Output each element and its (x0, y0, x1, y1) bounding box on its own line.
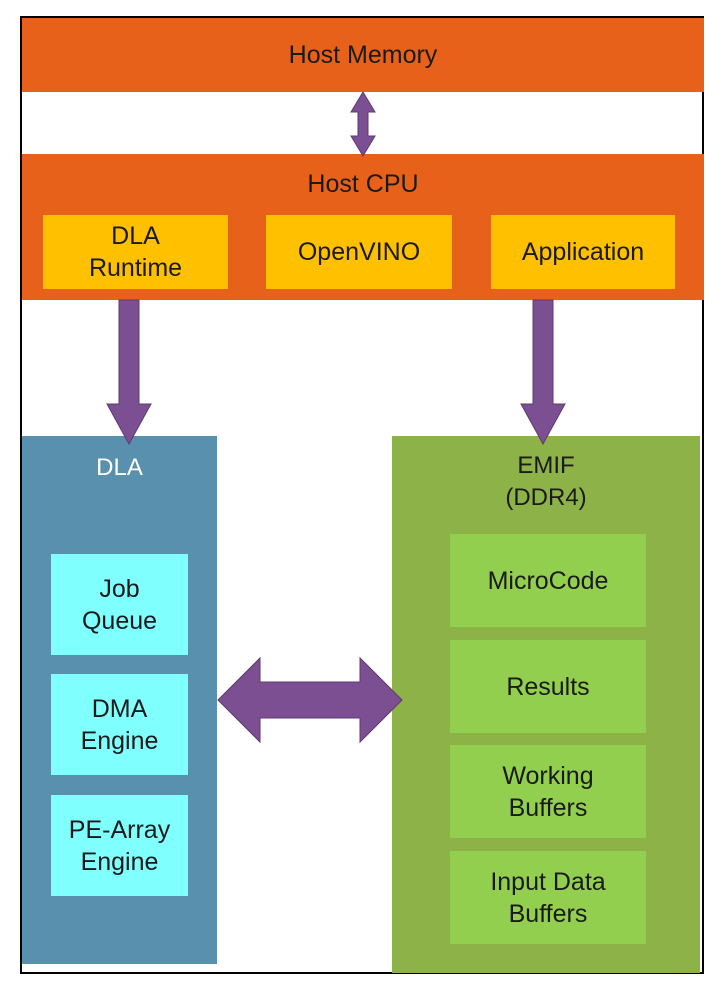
application-to-emif-arrow (520, 299, 566, 446)
host-memory-block: Host Memory (22, 18, 704, 92)
microcode-box: MicroCode (450, 534, 646, 627)
dma-engine-box: DMA Engine (51, 674, 188, 775)
results-box: Results (450, 640, 646, 733)
openvino-box: OpenVINO (266, 215, 452, 289)
diagram-frame (20, 16, 704, 974)
working-buffers-box: Working Buffers (450, 745, 646, 838)
memory-cpu-arrow (350, 91, 376, 157)
dla-label: DLA (96, 454, 143, 481)
host-cpu-label: Host CPU (307, 170, 419, 198)
dla-emif-arrow (217, 656, 403, 744)
dla-runtime-box: DLA Runtime (43, 215, 228, 289)
application-box: Application (491, 215, 675, 289)
pe-array-engine-box: PE-Array Engine (51, 795, 188, 896)
emif-label: EMIF (DDR4) (505, 452, 587, 511)
runtime-to-dla-arrow (106, 299, 152, 446)
job-queue-box: Job Queue (51, 554, 188, 655)
host-memory-label: Host Memory (288, 41, 438, 69)
input-data-buffers-box: Input Data Buffers (450, 851, 646, 944)
